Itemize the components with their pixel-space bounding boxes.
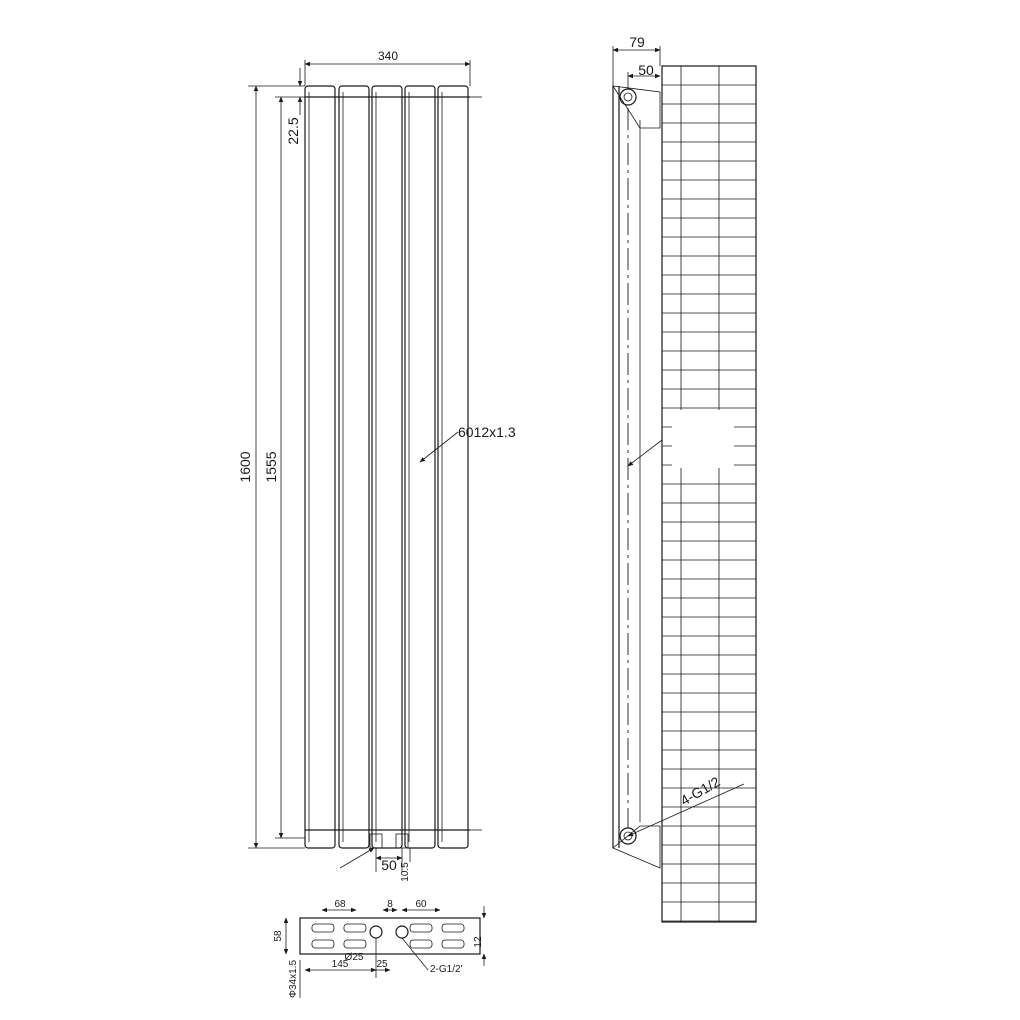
bracket-top [612,85,661,129]
section-gap-label: 8 [387,899,393,910]
height-label: 1600 [237,451,253,482]
port-leader [401,937,429,971]
depth-label: 79 [629,34,645,50]
valve-top-inner [623,92,633,102]
brick-wall [661,65,757,923]
center-height-label: 1555 [263,451,279,482]
connection-leader [627,783,745,837]
port-right [395,925,409,939]
side-mid-leader [627,439,663,467]
wall-blank-patch [672,410,734,468]
bottom-offset-label: 10.5 [400,862,411,882]
tube-dim-label: 68 [334,899,346,910]
radiator-panels [304,85,469,849]
section-view: 68 8 60 58 Φ34x1.5 12 Ø25 145 25 2-G1/2' [273,899,487,998]
tube-label: 6012x1.3 [458,424,516,440]
section-slot-bottom [311,939,335,949]
radiator-tube [304,85,336,849]
spacing-label: 25 [376,959,388,970]
wall-offset-label: 50 [638,62,654,78]
section-slot-top [441,923,465,933]
tube-leader [419,431,459,463]
port-label: 2-G1/2' [430,964,463,975]
section-depth-label: 58 [273,930,284,942]
bottom-gap-label: 50 [381,857,397,873]
section-slots [311,923,465,949]
section-slot-top [311,923,335,933]
section-slot-bottom [441,939,465,949]
front-view: 340 1600 1555 22.5 6012x1.3 50 10.5 [237,49,516,882]
section-outline [299,917,481,955]
radiator-tube [437,85,469,849]
section-slot-bottom [409,939,433,949]
width-label: 340 [378,49,398,63]
bottom-leader [339,847,375,869]
section-slot-bottom [343,939,367,949]
section-height-label: 12 [473,936,484,948]
radiator-tube [338,85,370,849]
pipe-dia-label: Ø25 [345,952,364,963]
valve-bottom-outer [619,827,637,845]
wall-outline [661,65,757,923]
radiator-tube [404,85,436,849]
valve-top-outer [619,88,637,106]
offset-label: 145 [332,959,349,970]
top-offset-label: 22.5 [285,117,301,144]
radiator-tube [371,85,403,849]
tube-size-label: Φ34x1.5 [288,960,299,998]
side-view: 79 50 4-G1/2 [612,34,757,923]
section-slot-top [409,923,433,933]
section-slot-top [343,923,367,933]
pitch-label: 60 [415,899,427,910]
port-left [369,925,383,939]
